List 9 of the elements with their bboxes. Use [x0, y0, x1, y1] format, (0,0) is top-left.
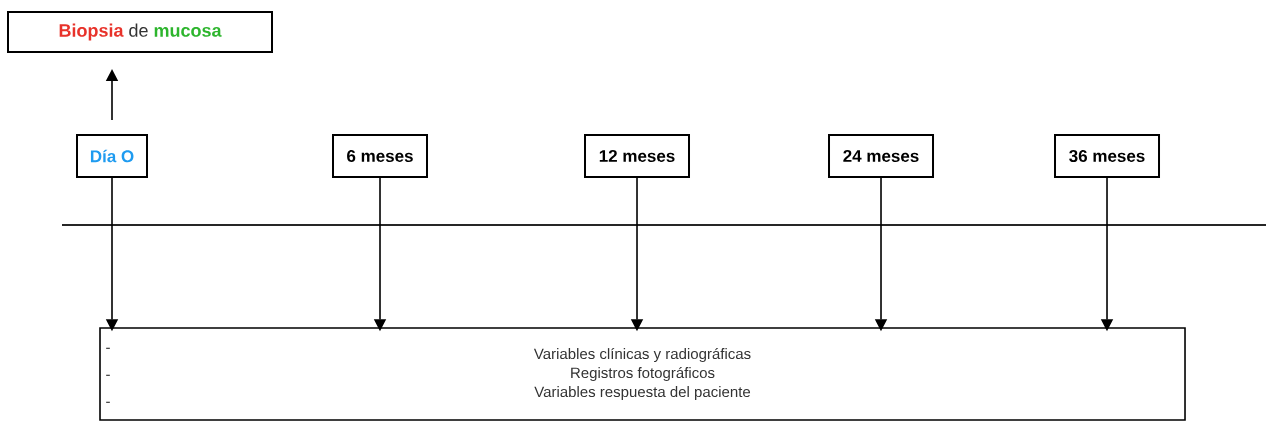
time-box: 36 meses: [1054, 134, 1160, 178]
time-box: 24 meses: [828, 134, 934, 178]
list-dash: -: [106, 347, 110, 349]
time-box: 12 meses: [584, 134, 690, 178]
time-box: 6 meses: [332, 134, 428, 178]
list-dash: -: [106, 374, 110, 376]
time-box: Día O: [76, 134, 148, 178]
list-dash: -: [106, 401, 110, 403]
title-box: Biopsia de mucosa: [7, 11, 273, 53]
